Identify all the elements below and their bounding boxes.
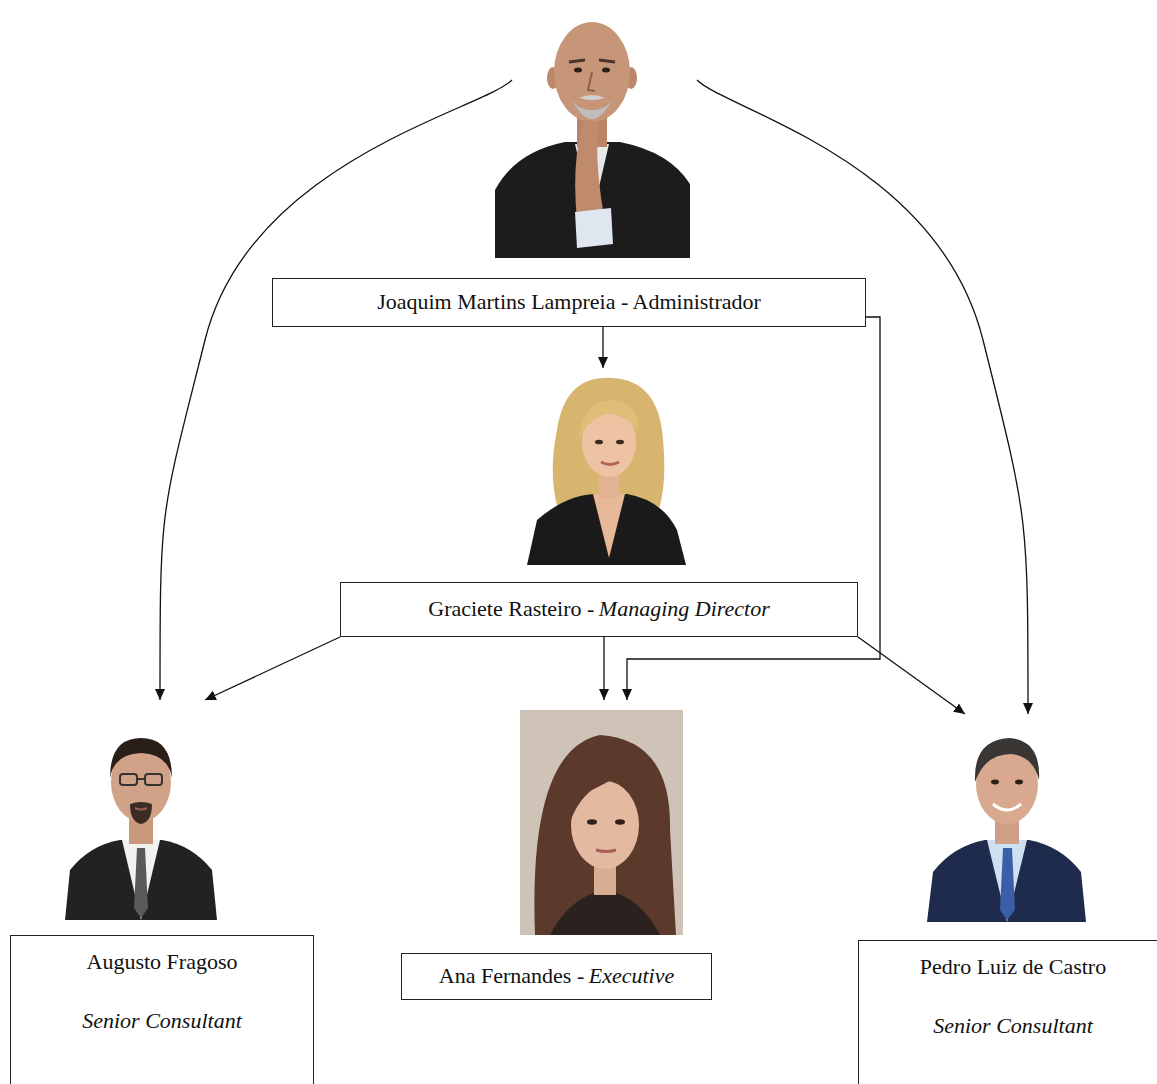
portrait-photo xyxy=(495,12,690,258)
person-name: Ana Fernandes - xyxy=(439,962,584,991)
person-node: Augusto FragosoSenior Consultant xyxy=(10,700,314,1084)
person-node: Graciete Rasteiro -Managing Director xyxy=(340,368,858,637)
job-title: Managing Director xyxy=(599,595,770,624)
portrait-photo xyxy=(60,720,222,920)
person-node: Ana Fernandes -Executive xyxy=(401,700,712,1000)
person-name: Pedro Luiz de Castro xyxy=(920,953,1106,982)
job-title: Senior Consultant xyxy=(933,1012,1093,1041)
job-title: Executive xyxy=(589,962,675,991)
name-box: Graciete Rasteiro -Managing Director xyxy=(340,582,858,637)
name-box: Augusto FragosoSenior Consultant xyxy=(10,935,314,1084)
portrait-photo xyxy=(925,722,1088,922)
job-title: Senior Consultant xyxy=(82,1007,242,1036)
person-name: Augusto Fragoso xyxy=(87,948,238,977)
reporting-arrow xyxy=(603,637,604,700)
person-name: Joaquim Martins Lampreia - Administrador xyxy=(377,288,761,317)
name-box: Pedro Luiz de CastroSenior Consultant xyxy=(858,940,1157,1084)
person-name: Graciete Rasteiro - xyxy=(428,595,594,624)
portrait-photo xyxy=(527,370,686,565)
person-node: Joaquim Martins Lampreia - Administrador xyxy=(272,80,866,327)
reporting-arrow xyxy=(858,637,965,714)
reporting-arrow xyxy=(627,317,880,700)
reporting-arrow xyxy=(205,637,340,700)
name-box: Joaquim Martins Lampreia - Administrador xyxy=(272,278,866,327)
reporting-arrow xyxy=(602,327,603,368)
person-node: Pedro Luiz de CastroSenior Consultant xyxy=(858,714,1157,1084)
portrait-photo xyxy=(520,710,683,935)
name-box: Ana Fernandes -Executive xyxy=(401,953,712,1000)
